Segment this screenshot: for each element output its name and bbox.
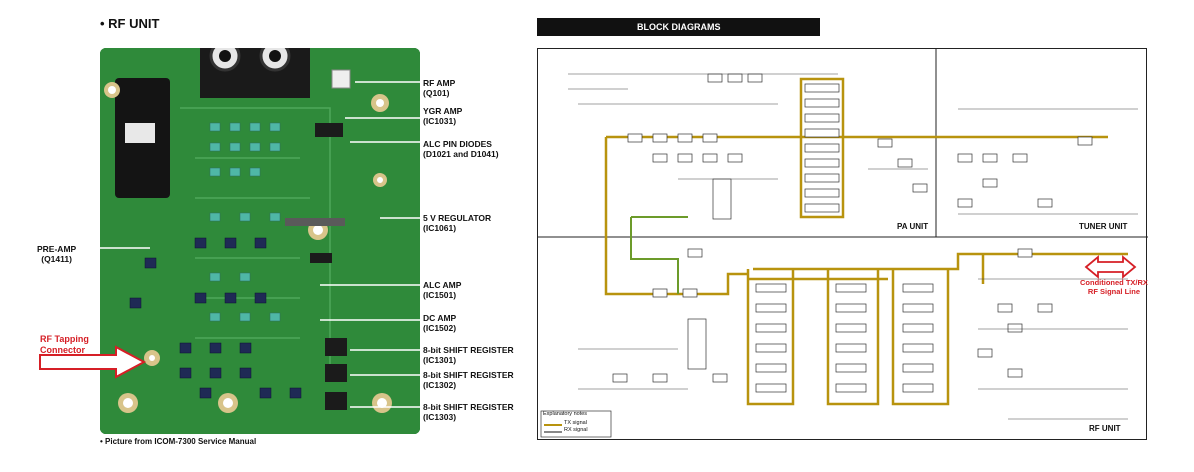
callout-ygr-amp: YGR AMP (IC1031) (423, 106, 463, 126)
callout-shift-register-1302: 8-bit SHIFT REGISTER (IC1302) (423, 370, 514, 390)
block-diagram-schematic (538, 49, 1148, 438)
callout-alc-amp: ALC AMP (IC1501) (423, 280, 462, 300)
pcb-illustration (100, 48, 420, 434)
rf-tapping-connector-label: RF Tapping Connector (40, 334, 89, 355)
pa-unit-label: PA UNIT (897, 222, 929, 231)
conditioned-line-label: Conditioned TX/RX RF Signal Line (1080, 278, 1148, 296)
callout-pre-amp: PRE-AMP (Q1411) (37, 244, 77, 264)
callout-5v-regulator: 5 V REGULATOR (IC1061) (423, 213, 492, 233)
footnote: • Picture from ICOM-7300 Service Manual (100, 437, 257, 446)
legend-title: Explanatory notes (543, 411, 588, 417)
tuner-unit-label: TUNER UNIT (1079, 222, 1128, 231)
rf-unit-label: RF UNIT (1089, 424, 1121, 433)
callout-shift-register-1303: 8-bit SHIFT REGISTER (IC1303) (423, 402, 514, 422)
callout-rf-amp: RF AMP (Q101) (423, 78, 456, 98)
callout-alc-pin-diodes: ALC PIN DIODES (D1021 and D1041) (423, 139, 499, 159)
legend (540, 410, 612, 438)
callout-leader-lines (320, 81, 420, 408)
legend-rx: RX signal (564, 427, 588, 433)
block-diagram-frame (537, 48, 1148, 440)
rf-tap-arrow-icon (39, 345, 147, 379)
rf-unit-board-photo (100, 48, 420, 434)
callout-shift-register-1301: 8-bit SHIFT REGISTER (IC1301) (423, 345, 514, 365)
conditioned-line-arrow-icon (1084, 255, 1137, 279)
rf-unit-title: • RF UNIT (100, 16, 160, 31)
legend-tx: TX signal (564, 420, 587, 426)
pre-amp-leader (80, 247, 150, 249)
block-diagrams-title: BLOCK DIAGRAMS (537, 18, 820, 36)
callout-dc-amp: DC AMP (IC1502) (423, 313, 457, 333)
